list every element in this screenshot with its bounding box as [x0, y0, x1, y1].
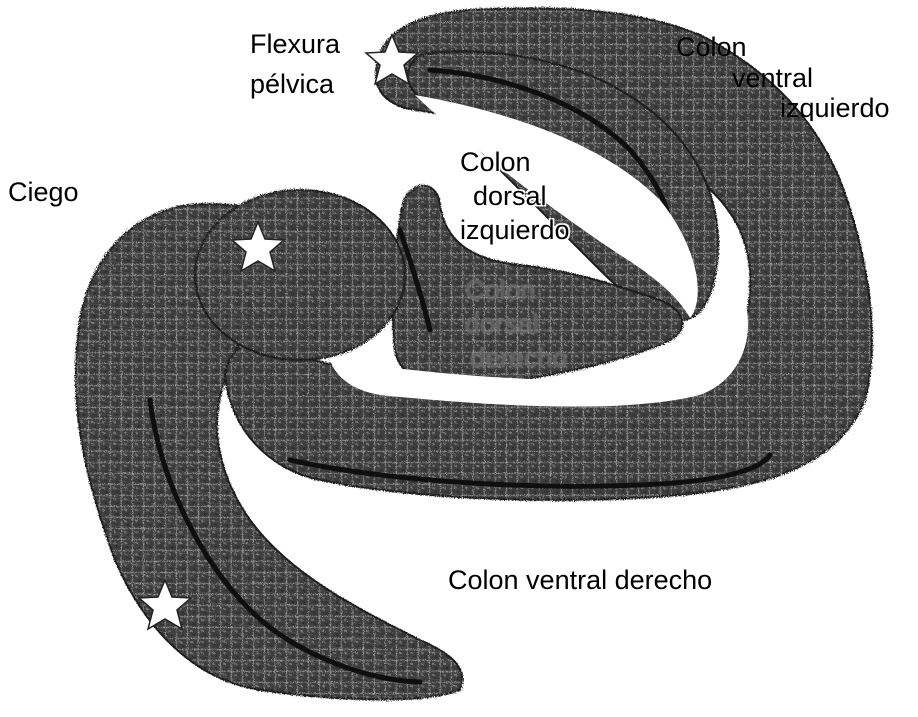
label-cdd-line1: Colon — [465, 278, 536, 303]
label-cdi-line2: dorsal — [473, 184, 547, 209]
label-ciego: Ciego — [8, 180, 79, 205]
label-cvi-line1: Colon — [676, 35, 747, 60]
label-cdd-line2: dorsal — [465, 312, 539, 337]
label-cvd: Colon ventral derecho — [448, 568, 712, 593]
label-cvi-line2: ventral — [732, 66, 813, 91]
label-cdd-line3: derecho — [470, 346, 568, 371]
label-cdi-line3: izquierdo — [460, 218, 570, 243]
label-flexura-line1: Flexura — [250, 32, 340, 57]
label-cvi-line3: izquierdo — [780, 96, 918, 121]
label-flexura-line2: pélvica — [250, 72, 334, 97]
label-cdi-line1: Colon — [460, 150, 531, 175]
